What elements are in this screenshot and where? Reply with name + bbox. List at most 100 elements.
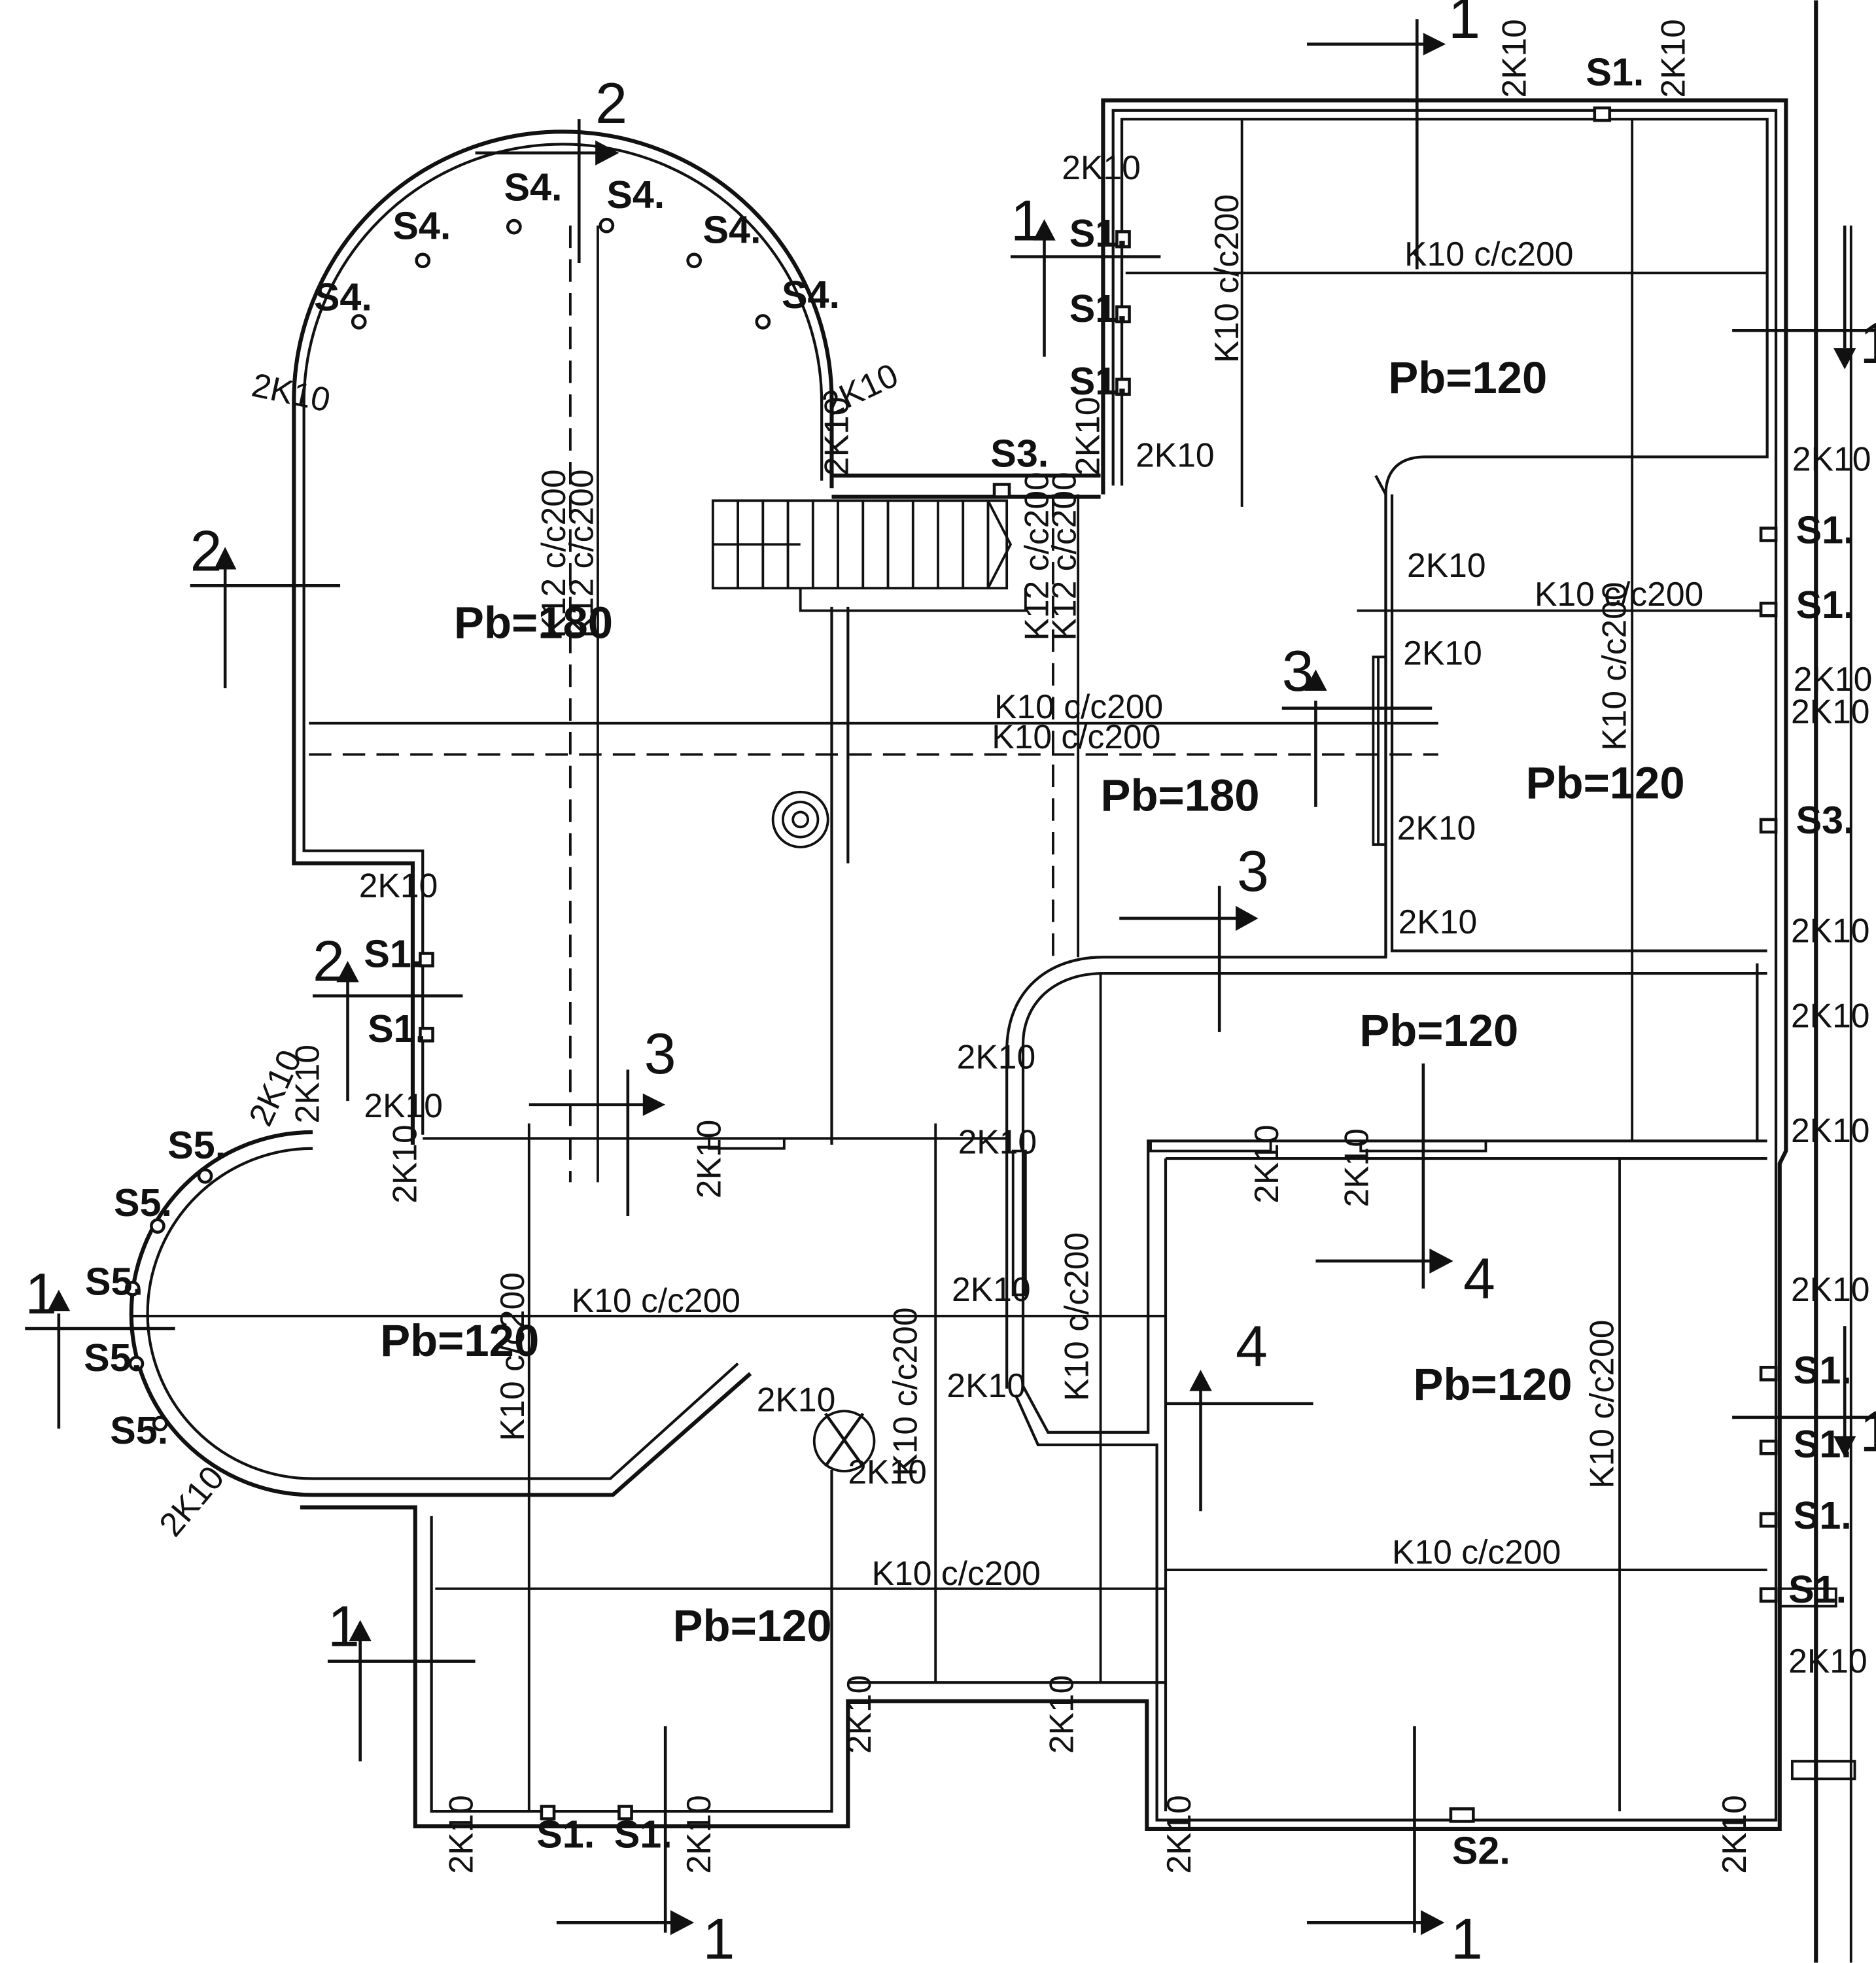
column-label: S1. (536, 1813, 595, 1856)
column-label: S3. (990, 432, 1049, 476)
section-number: 3 (1282, 638, 1314, 703)
rebar-2k10-label: 2K10 (1338, 1128, 1376, 1207)
column-markers (124, 106, 1778, 1823)
column-label: S5. (167, 1123, 226, 1167)
rebar-label: K10 c/c200 (1057, 1232, 1095, 1401)
rebar-2k10-label: 2K10 (288, 1045, 326, 1124)
column-label: S4. (314, 275, 372, 319)
column-label: S4. (392, 204, 451, 248)
section-number: 1 (1011, 188, 1043, 253)
section-number: 1 (1448, 0, 1480, 50)
room-label: Pb=120 (1359, 1005, 1518, 1056)
rebar-2k10-label: 2K10 (957, 1037, 1036, 1075)
section-number: 4 (1463, 1246, 1495, 1311)
column-label: S3. (1796, 798, 1854, 842)
column-label: S1. (1796, 508, 1854, 551)
rebar-2k10-label: 2K10 (1160, 1795, 1198, 1874)
rebar-2k10-label: 2K10 (1791, 1270, 1870, 1308)
room-label: Pb=120 (380, 1315, 539, 1366)
rebar-label: K10 c/c200 (1404, 235, 1573, 273)
rebar-2k10-label: 2K10 (1407, 546, 1486, 584)
rebar-2k10-label: 2K10 (680, 1795, 718, 1874)
section-number: 2 (190, 518, 222, 583)
section-number: 1 (1451, 1907, 1483, 1963)
column-label: S1. (1069, 211, 1128, 255)
section-number: 1 (25, 1261, 57, 1326)
room-label: Pb=180 (1101, 771, 1260, 821)
rebar-2k10-label: 2K10 (1062, 148, 1141, 186)
column-label: S1. (1069, 287, 1128, 330)
section-number: 3 (644, 1021, 676, 1086)
rebar-2k10-label: 2K10 (1791, 1111, 1870, 1149)
rebar-2k10-label: 2K10 (689, 1120, 727, 1199)
column-label: S4. (782, 273, 840, 317)
circular-fixture-symbol (771, 790, 829, 848)
rebar-2k10-label: 2K10 (848, 1453, 927, 1491)
column-label: S1. (1796, 583, 1854, 627)
column-label: S4. (504, 165, 563, 209)
rebar-2k10-label: 2K10 (1788, 1642, 1867, 1680)
column-label: S1. (1069, 359, 1128, 403)
section-number: 1 (703, 1907, 735, 1963)
rebar-2k10-label: 2K10 (386, 1124, 424, 1204)
rebar-2k10-label: 2K10 (1791, 911, 1870, 949)
section-number: 4 (1236, 1313, 1268, 1378)
column-label: S1. (1794, 1493, 1852, 1537)
column-label: S5. (84, 1336, 142, 1380)
rebar-label: K10 c/c200 (1595, 582, 1633, 751)
rebar-2k10-label: 2K10 (249, 366, 334, 419)
rebar-2k10-label: 2K10 (817, 397, 855, 476)
rebar-label: K12 c/c200 (562, 469, 600, 638)
room-label: Pb=120 (1388, 353, 1547, 403)
drain-cross-symbol (812, 1410, 876, 1472)
room-label: Pb=180 (454, 598, 613, 648)
rebar-2k10-label: 2K10 (947, 1366, 1026, 1404)
column-label: S5. (85, 1259, 143, 1303)
column-label: S1. (1586, 50, 1644, 94)
section-number: 3 (1237, 839, 1269, 903)
rebar-2k10-label: 2K10 (359, 866, 438, 904)
column-label: S4. (703, 207, 761, 251)
rebar-label: K10 c/c200 (992, 718, 1160, 756)
rebar-label: K12 c/c200 (1045, 472, 1083, 640)
section-number: 1 (1860, 1398, 1876, 1463)
room-label: Pb=120 (673, 1601, 832, 1651)
rebar-2k10-label: 2K10 (1403, 634, 1482, 672)
room-label: Pb=120 (1414, 1359, 1572, 1410)
rebar-2k10-label: 2K10 (952, 1270, 1031, 1308)
rebar-label: K10 c/c200 (493, 1272, 531, 1441)
column-label: S5. (114, 1181, 172, 1225)
rebar-2k10-label: 2K10 (1397, 808, 1476, 846)
section-cut-markers (25, 19, 1876, 1936)
rebar-2k10-label: 2K10 (1715, 1795, 1753, 1874)
column-label: S2. (1452, 1828, 1510, 1872)
section-number: 1 (1860, 311, 1876, 375)
rebar-2k10-label: 2K10 (1794, 660, 1873, 698)
column-label: S4. (606, 173, 665, 217)
rebar-2k10-label: 2K10 (757, 1380, 836, 1418)
rebar-2k10-label: 2K10 (1069, 397, 1107, 476)
section-number: 1 (328, 1594, 360, 1659)
rebar-2k10-label: 2K10 (1398, 903, 1478, 941)
rebar-label: K10 c/c200 (886, 1307, 924, 1476)
rebar-2k10-label: 2K10 (1495, 19, 1533, 98)
rebar-2k10-label: 2K10 (1791, 693, 1870, 731)
column-label: S1. (1788, 1567, 1847, 1611)
rebar-label: K12 c/c200 (534, 469, 572, 638)
staircase (711, 499, 1027, 612)
rebar-2k10-label: 2K10 (1792, 440, 1871, 478)
rebar-2k10-label: 2K10 (442, 1795, 480, 1874)
rebar-2k10-label: 2K10 (1654, 19, 1692, 98)
rebar-2k10-label: 2K10 (1791, 996, 1870, 1034)
rebar-label: K10 c/c200 (1582, 1320, 1620, 1489)
rebar-lines (131, 119, 1767, 1812)
column-label: S1. (364, 932, 422, 976)
rebar-label: K10 c/c200 (872, 1554, 1041, 1592)
column-label: S1. (1794, 1348, 1852, 1392)
rebar-label: K10 c/c200 (1535, 575, 1703, 613)
rebar-2k10-label: 2K10 (1247, 1124, 1285, 1204)
column-label: S1. (614, 1813, 672, 1856)
rebar-label: K10 c/c200 (1207, 194, 1245, 363)
column-label: S1. (1794, 1422, 1852, 1466)
